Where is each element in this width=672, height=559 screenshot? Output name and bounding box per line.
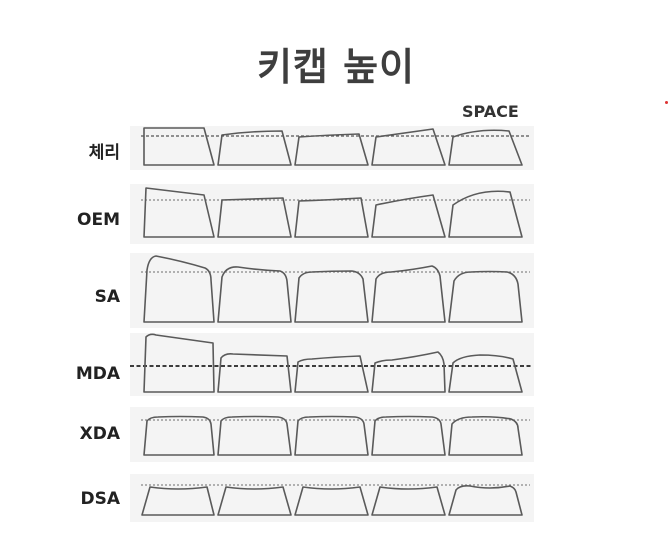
profile-label-cherry: 체리 <box>88 143 120 163</box>
keycap-outline <box>143 187 215 238</box>
profile-label-sa: SA <box>94 287 120 307</box>
keycap-row-cherry <box>141 127 530 166</box>
profile-label-xda: XDA <box>79 424 120 444</box>
keycap-outline <box>371 486 446 516</box>
keycap-outline <box>141 486 215 516</box>
keycap-outline <box>143 255 215 323</box>
keycap-outline <box>217 197 292 238</box>
keycap-outline <box>371 128 446 166</box>
keycap-outline <box>217 415 292 456</box>
keycap-outline <box>217 266 292 323</box>
keycap-row-dsa <box>141 484 530 516</box>
keycap-row-sa <box>141 255 530 323</box>
keycap-outline <box>217 353 292 393</box>
keycap-outline <box>371 415 446 456</box>
keycap-outline <box>294 197 369 238</box>
keycap-outline <box>294 270 369 323</box>
keycap-row-xda <box>141 415 530 456</box>
keycap-outline <box>371 194 446 238</box>
keycap-outline <box>143 333 215 393</box>
keycap-outline <box>143 415 215 456</box>
keycap-outline <box>448 354 523 393</box>
keycap-outline <box>448 415 523 456</box>
keycap-outline <box>294 133 369 166</box>
keycap-outline <box>217 486 292 516</box>
row-background-dsa <box>130 474 534 522</box>
keycap-outline <box>371 265 446 323</box>
profile-label-dsa: DSA <box>80 489 120 509</box>
row-background-mda <box>130 333 534 396</box>
diagram-title: 키캡 높이 <box>256 45 416 89</box>
keycap-outline <box>294 355 369 393</box>
keycap-outline <box>294 486 369 516</box>
keycap-outline <box>217 130 292 166</box>
profile-label-oem: OEM <box>77 210 120 230</box>
keycap-outline <box>371 351 446 393</box>
keycap-outline <box>448 485 523 516</box>
keycap-outline <box>448 270 523 323</box>
keycap-outline <box>448 129 523 166</box>
profile-label-mda: MDA <box>75 364 120 384</box>
keycap-outline <box>294 415 369 456</box>
red-dot-mark <box>665 101 668 104</box>
keycap-outline <box>143 127 215 166</box>
keycap-row-mda <box>130 333 533 393</box>
keycap-row-oem <box>141 187 530 238</box>
keycap-outline <box>448 190 523 238</box>
space-column-label: SPACE <box>462 102 519 121</box>
